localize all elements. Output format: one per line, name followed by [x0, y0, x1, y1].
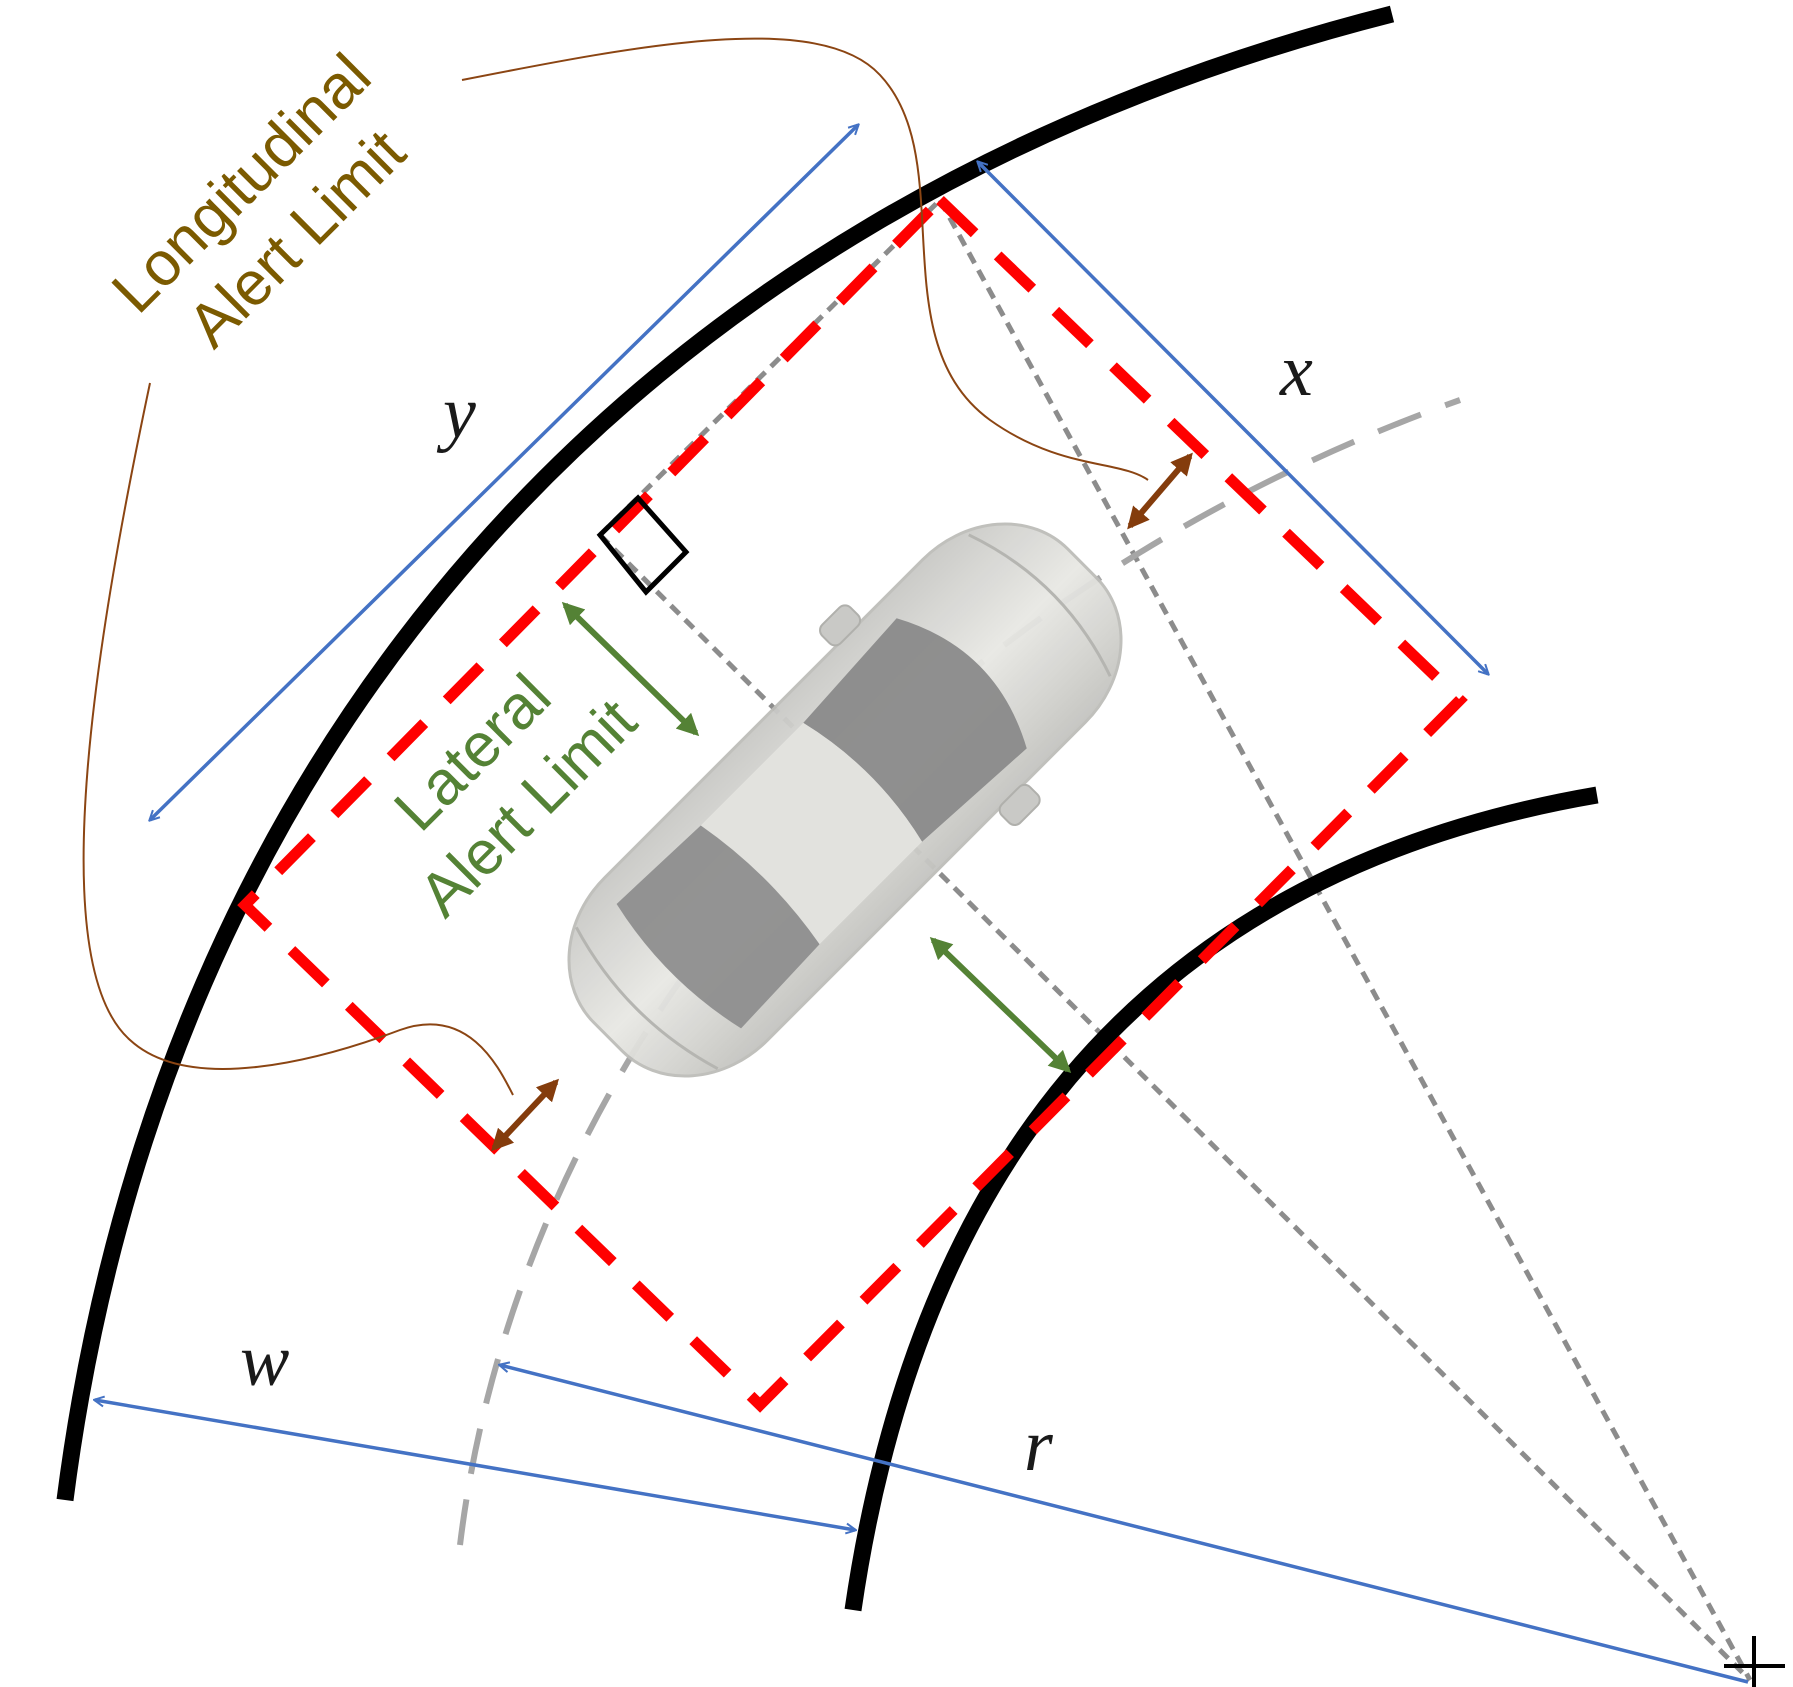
turn-center-cross-icon	[1724, 1636, 1785, 1687]
label-w: w	[240, 1320, 289, 1402]
dimension-arrow-x	[978, 162, 1488, 674]
inner-road-edge	[844, 786, 1599, 1612]
car-top-view-icon	[567, 522, 1123, 1078]
radial-line-box-corner	[937, 198, 1753, 1682]
label-r: r	[1024, 1405, 1054, 1487]
dimension-arrow-r	[500, 1365, 1749, 1684]
longitudinal-arrow-rear	[490, 1078, 560, 1152]
longitudinal-arrow-front	[1127, 452, 1193, 530]
radial-line-midpoint	[598, 533, 1752, 1682]
dimension-arrow-y	[150, 125, 858, 820]
label-y: y	[436, 372, 476, 454]
dimension-arrow-w	[95, 1400, 855, 1530]
longitudinal-alert-limit-label: Longitudinal Alert Limit	[99, 41, 419, 361]
longitudinal-callout-curve	[82, 37, 1149, 1096]
label-x: x	[1279, 330, 1313, 412]
box-side-extension	[598, 198, 942, 537]
dimension-arrows	[95, 125, 1749, 1684]
lateral-arrow-right	[929, 936, 1072, 1074]
lateral-arrow-left	[561, 601, 700, 737]
